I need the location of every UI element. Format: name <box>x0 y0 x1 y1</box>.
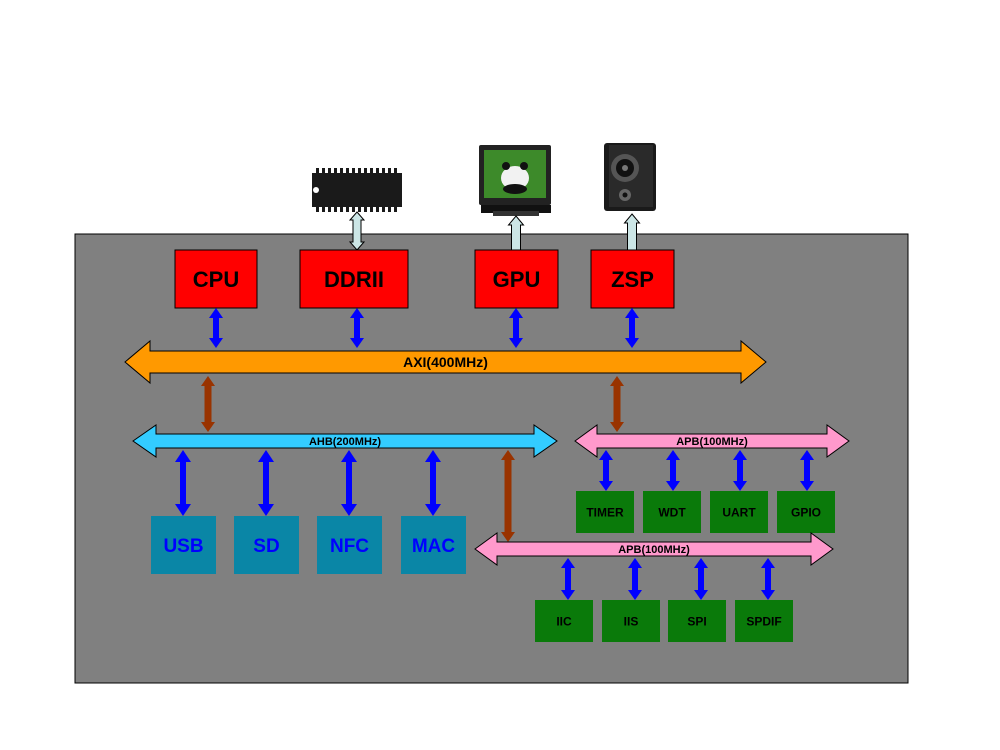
ahb-link-nfc <box>341 450 357 516</box>
ahb-bus-label: AHB(200MHz) <box>309 436 381 448</box>
apb1-link-timer <box>599 450 613 491</box>
ahb-bus: AHB(200MHz) <box>132 424 558 458</box>
block-uart: UART <box>710 491 768 533</box>
block-nfc-label: NFC <box>330 536 369 557</box>
block-iis-label: IIS <box>624 614 639 628</box>
block-sd: SD <box>234 516 299 574</box>
axi-link-ddrii <box>350 308 364 348</box>
block-gpu: GPU <box>474 249 559 309</box>
apb2-link-spdif <box>761 558 775 600</box>
block-wdt: WDT <box>643 491 701 533</box>
block-cpu-label: CPU <box>193 267 239 292</box>
dram-chip-icon <box>312 168 402 212</box>
apb2-link-iis <box>628 558 642 600</box>
block-cpu: CPU <box>174 249 258 309</box>
apb2-bus-label: APB(100MHz) <box>618 544 690 556</box>
axi-bus-label: AXI(400MHz) <box>403 354 488 370</box>
monitor-icon <box>479 145 551 216</box>
block-sd-label: SD <box>253 536 279 557</box>
block-gpio-label: GPIO <box>791 505 821 519</box>
axi-link-cpu <box>209 308 223 348</box>
apb1-bus-label: APB(100MHz) <box>676 436 748 448</box>
axi-ahb-bridge <box>201 376 215 432</box>
block-timer-label: TIMER <box>586 505 624 519</box>
block-ddrii-label: DDRII <box>324 267 384 292</box>
apb2-link-spi <box>694 558 708 600</box>
block-mac-label: MAC <box>412 536 456 557</box>
block-gpu-label: GPU <box>493 267 541 292</box>
apb1-link-gpio <box>800 450 814 491</box>
block-spi: SPI <box>668 600 726 642</box>
ddr-chip-connector <box>348 211 366 251</box>
block-nfc: NFC <box>317 516 382 574</box>
apb1-link-wdt <box>666 450 680 491</box>
apb1-bus: APB(100MHz) <box>574 424 850 458</box>
ahb-link-mac <box>425 450 441 516</box>
block-usb: USB <box>151 516 216 574</box>
ahb-apb-bridge <box>501 450 515 542</box>
block-wdt-label: WDT <box>658 505 686 519</box>
block-iic: IIC <box>535 600 593 642</box>
block-spdif-label: SPDIF <box>746 614 781 628</box>
block-uart-label: UART <box>722 505 756 519</box>
block-zsp: ZSP <box>590 249 675 309</box>
axi-link-gpu <box>509 308 523 348</box>
block-gpio: GPIO <box>777 491 835 533</box>
block-spi-label: SPI <box>687 614 706 628</box>
axi-link-zsp <box>625 308 639 348</box>
ahb-link-usb <box>175 450 191 516</box>
block-ddrii: DDRII <box>299 249 409 309</box>
apb1-link-uart <box>733 450 747 491</box>
block-usb-label: USB <box>163 536 203 557</box>
axi-apb-bridge <box>610 376 624 432</box>
block-iis: IIS <box>602 600 660 642</box>
axi-bus: AXI(400MHz) <box>124 339 767 385</box>
apb2-link-iic <box>561 558 575 600</box>
block-timer: TIMER <box>576 491 634 533</box>
ahb-link-sd <box>258 450 274 516</box>
block-mac: MAC <box>401 516 466 574</box>
apb2-bus: APB(100MHz) <box>474 532 834 566</box>
speaker-icon <box>604 143 656 211</box>
block-spdif: SPDIF <box>735 600 793 642</box>
block-iic-label: IIC <box>556 614 572 628</box>
block-zsp-label: ZSP <box>611 267 654 292</box>
